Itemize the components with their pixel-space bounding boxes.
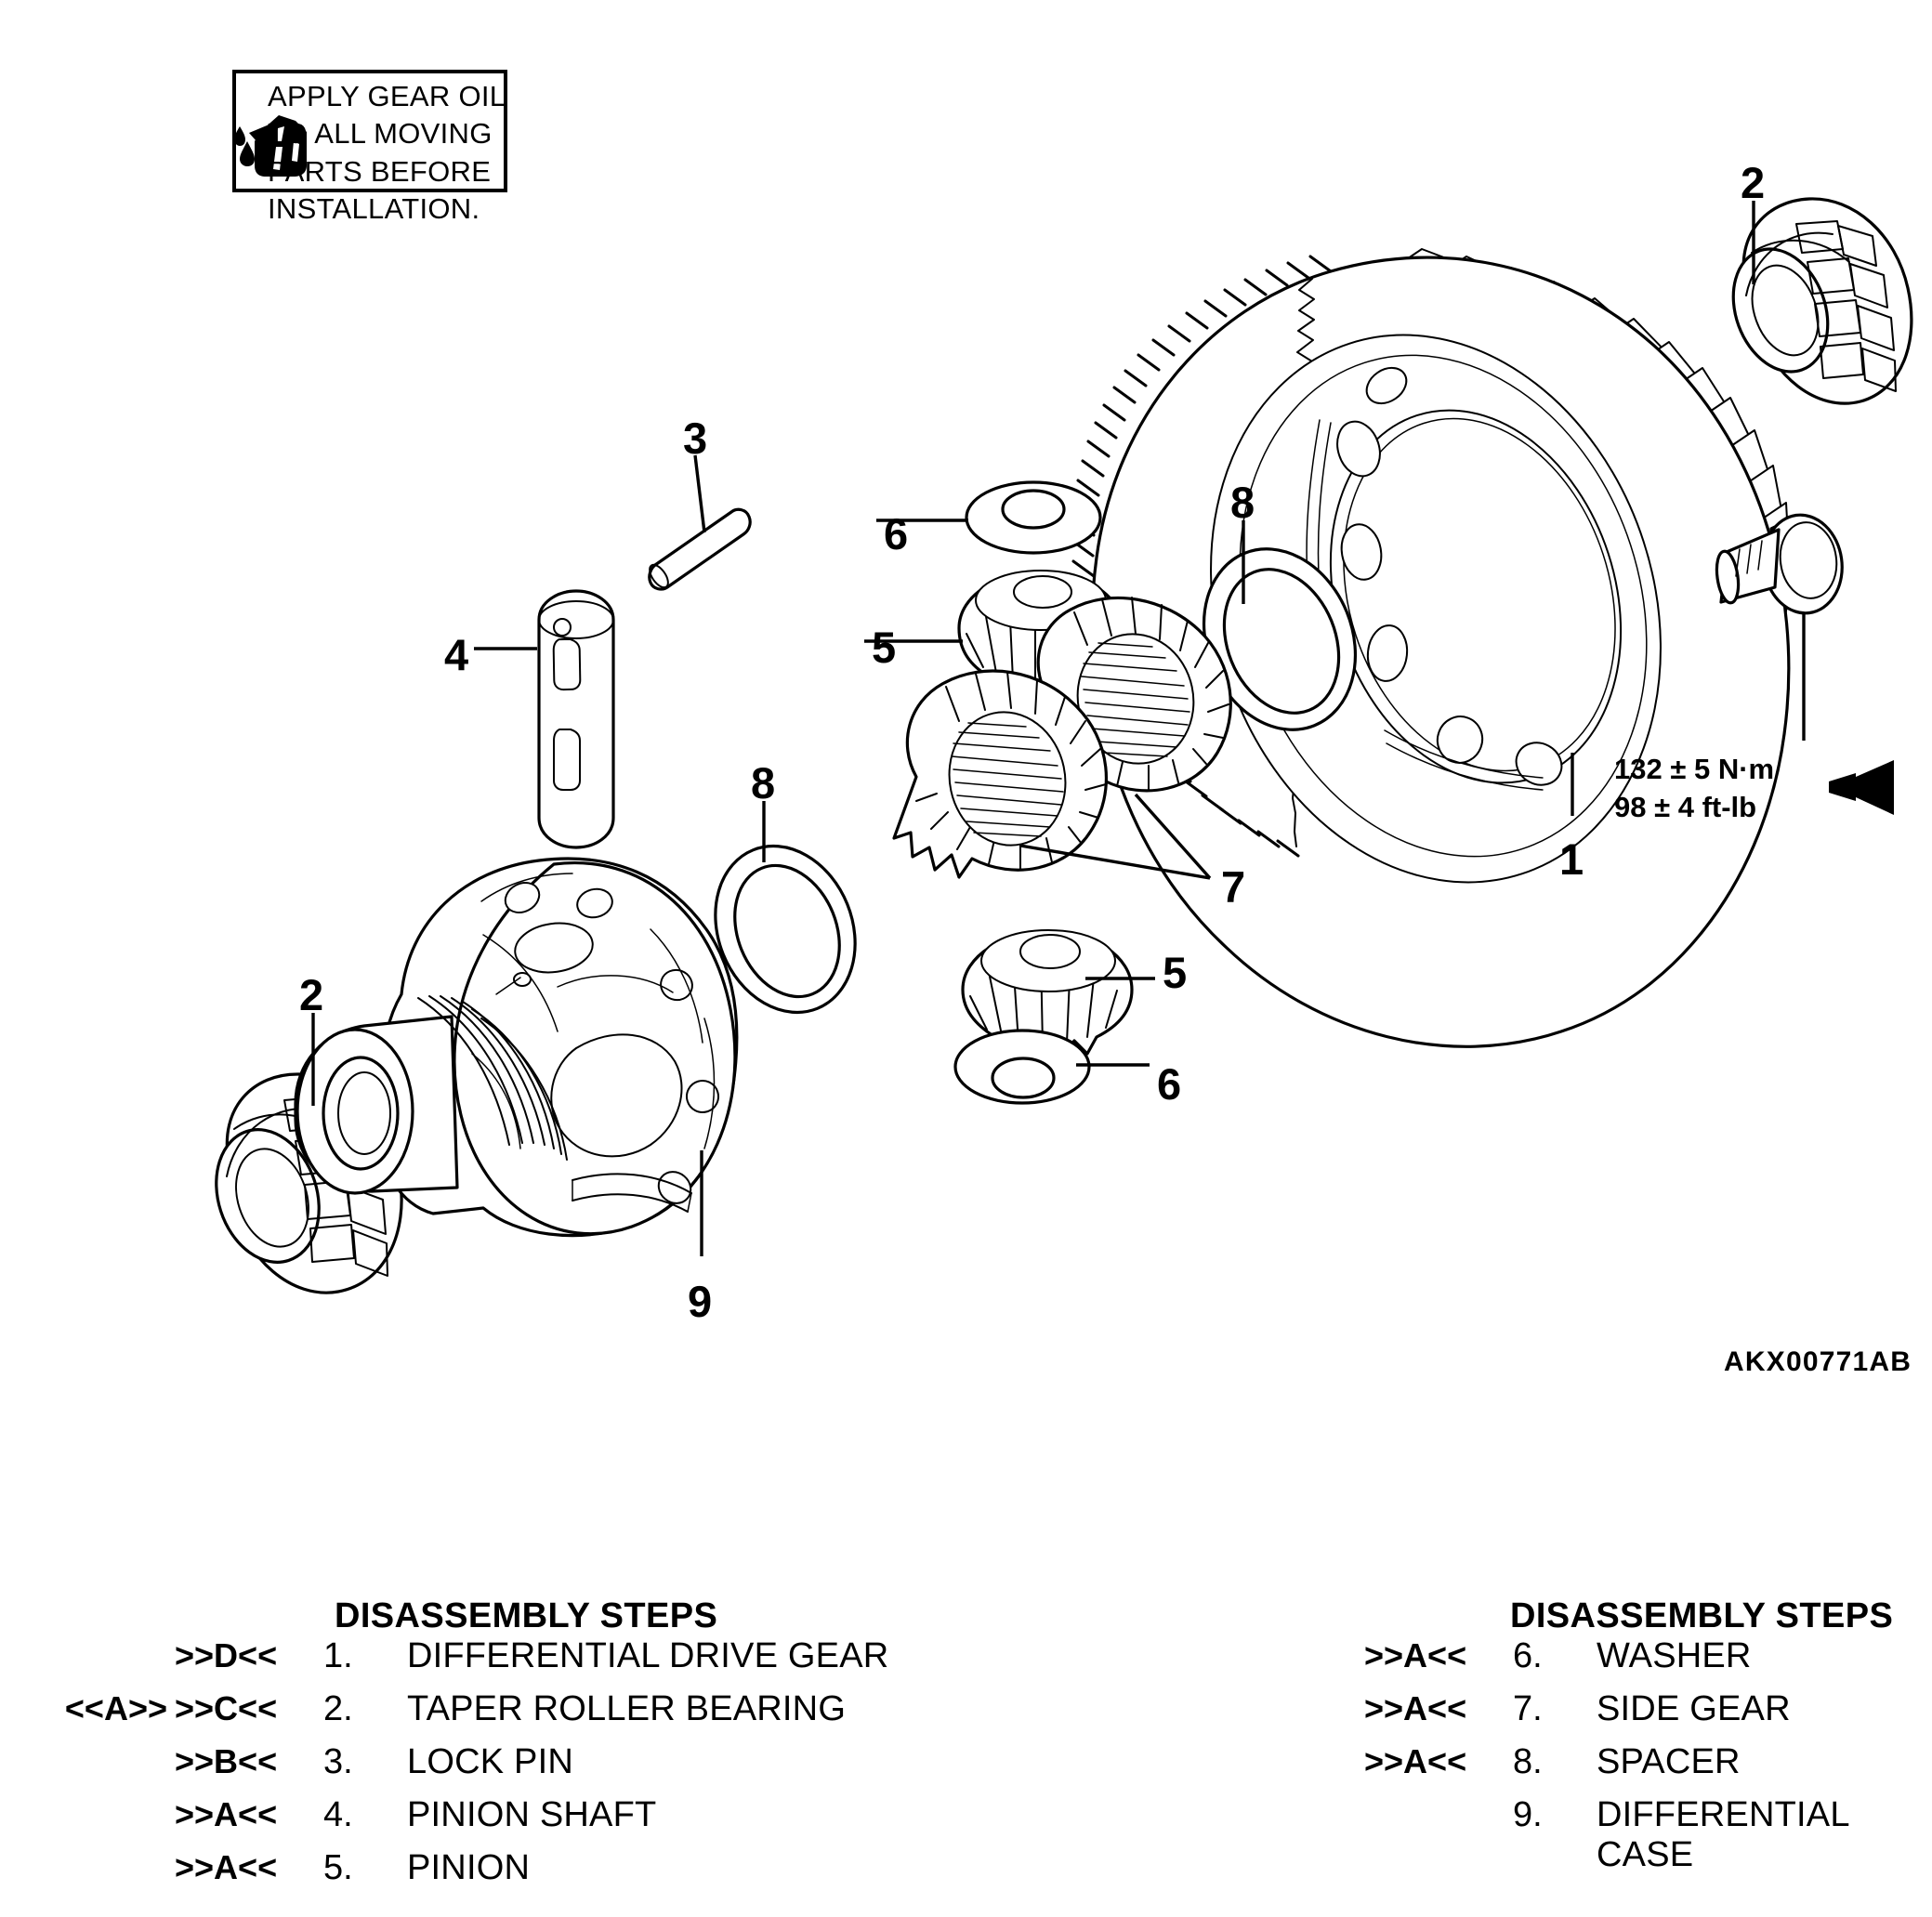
callout-1: 1 bbox=[1559, 834, 1584, 884]
legend-mark-3: >>B<< bbox=[175, 1742, 278, 1780]
callout-2-lower: 2 bbox=[299, 970, 324, 1019]
legend-mark-7: >>A<< bbox=[1364, 1689, 1467, 1727]
torque-metric: 132 ± 5 N·m bbox=[1614, 753, 1775, 785]
callout-7: 7 bbox=[1221, 862, 1246, 912]
legend-num-5: 5. bbox=[323, 1848, 353, 1887]
callout-5-upper: 5 bbox=[872, 623, 897, 672]
gear-oil-note-box bbox=[232, 70, 507, 192]
part-differential-case bbox=[294, 857, 739, 1238]
note-line-4: INSTALLATION. bbox=[268, 191, 480, 225]
torque-spec: 132 ± 5 N·m 98 ± 4 ft-lb bbox=[1614, 751, 1774, 827]
legend-num-4: 4. bbox=[323, 1795, 353, 1834]
legend-num-8: 8. bbox=[1513, 1742, 1543, 1781]
part-spacer-upper bbox=[1202, 547, 1358, 731]
legend-num-3: 3. bbox=[323, 1742, 353, 1781]
part-flange-bolt bbox=[1715, 513, 1844, 741]
callout-5-lower: 5 bbox=[1163, 948, 1188, 997]
callout-4: 4 bbox=[444, 630, 469, 679]
legend-row-6: >>A<< 6. WASHER bbox=[1208, 1636, 1914, 1689]
legend-row-2: <<A>> >>C<< 2. TAPER ROLLER BEARING bbox=[19, 1689, 985, 1742]
disassembly-steps-left: DISASSEMBLY STEPS >>D<< 1. DIFFERENTIAL … bbox=[19, 1596, 985, 1901]
drawing-id: AKX00771AB bbox=[1724, 1346, 1912, 1377]
part-pinion-shaft bbox=[537, 589, 615, 849]
legend-mark-4: >>A<< bbox=[175, 1795, 278, 1833]
note-line-2: TO ALL MOVING bbox=[268, 117, 493, 151]
legend-name-9: DIFFERENTIAL CASE bbox=[1597, 1795, 1849, 1874]
gear-oil-note-text: APPLY GEAR OIL TO ALL MOVING PARTS BEFOR… bbox=[268, 78, 506, 228]
diff-case-bolt-holes bbox=[504, 882, 719, 1204]
legend-row-1: >>D<< 1. DIFFERENTIAL DRIVE GEAR bbox=[19, 1636, 985, 1689]
legend-row-3: >>B<< 3. LOCK PIN bbox=[19, 1742, 985, 1795]
part-side-gear-lower bbox=[892, 669, 1108, 879]
part-differential-drive-gear bbox=[1071, 248, 1793, 1048]
legend-mark-8: >>A<< bbox=[1364, 1742, 1467, 1780]
legend-name-7: SIDE GEAR bbox=[1597, 1689, 1791, 1728]
callout-6-lower: 6 bbox=[1157, 1059, 1182, 1109]
legend-mark-6: >>A<< bbox=[1364, 1636, 1467, 1674]
legend-name-3: LOCK PIN bbox=[407, 1742, 573, 1781]
legend-num-7: 7. bbox=[1513, 1689, 1543, 1728]
callout-3: 3 bbox=[683, 414, 708, 463]
torque-wrench-icon bbox=[1829, 760, 1894, 815]
part-lock-pin bbox=[648, 507, 752, 591]
legend-num-9: 9. bbox=[1513, 1795, 1543, 1834]
callout-8-lower: 8 bbox=[751, 758, 776, 808]
note-line-3: PARTS BEFORE bbox=[268, 154, 492, 188]
callout-6-upper: 6 bbox=[884, 509, 909, 558]
oil-can-icon bbox=[234, 115, 307, 177]
legend-name-2: TAPER ROLLER BEARING bbox=[407, 1689, 847, 1728]
legend-name-6: WASHER bbox=[1597, 1636, 1752, 1675]
legend-name-4: PINION SHAFT bbox=[407, 1795, 657, 1834]
callout-9: 9 bbox=[688, 1277, 713, 1326]
note-line-1: APPLY GEAR OIL bbox=[268, 80, 506, 112]
legend-num-6: 6. bbox=[1513, 1636, 1543, 1675]
legend-row-8: >>A<< 8. SPACER bbox=[1208, 1742, 1914, 1795]
torque-imperial: 98 ± 4 ft-lb bbox=[1614, 790, 1757, 823]
callout-8-upper: 8 bbox=[1230, 478, 1255, 527]
legend-mark-1: >>D<< bbox=[175, 1636, 278, 1674]
legend-name-1: DIFFERENTIAL DRIVE GEAR bbox=[407, 1636, 889, 1675]
legend-title-right: DISASSEMBLY STEPS bbox=[1510, 1596, 1894, 1635]
legend-row-5: >>A<< 5. PINION bbox=[19, 1848, 985, 1901]
legend-name-5: PINION bbox=[407, 1848, 531, 1887]
part-pinion-lower bbox=[961, 929, 1134, 1061]
legend-row-4: >>A<< 4. PINION SHAFT bbox=[19, 1795, 985, 1848]
callout-2-upper: 2 bbox=[1741, 158, 1766, 207]
legend-num-2: 2. bbox=[323, 1689, 353, 1728]
part-spacer-lower bbox=[714, 844, 857, 1015]
legend-name-8: SPACER bbox=[1597, 1742, 1741, 1781]
part-washer-lower bbox=[953, 1029, 1091, 1105]
disassembly-steps-right: DISASSEMBLY STEPS >>A<< 6. WASHER >>A<< … bbox=[1208, 1596, 1914, 1874]
legend-row-7: >>A<< 7. SIDE GEAR bbox=[1208, 1689, 1914, 1742]
part-washer-upper bbox=[965, 480, 1102, 555]
legend-mark-2: >>C<< bbox=[175, 1689, 278, 1727]
legend-mark-5: >>A<< bbox=[175, 1848, 278, 1886]
part-taper-roller-bearing-upper bbox=[1731, 197, 1913, 405]
legend-row-9: 9. DIFFERENTIAL CASE bbox=[1208, 1795, 1914, 1874]
legend-pre-2: <<A>> bbox=[64, 1689, 167, 1727]
drive-gear-bolt-holes bbox=[1336, 366, 1563, 786]
legend-num-1: 1. bbox=[323, 1636, 353, 1675]
legend-title-left: DISASSEMBLY STEPS bbox=[335, 1596, 718, 1635]
callout-leader-lines bbox=[311, 201, 1755, 1256]
